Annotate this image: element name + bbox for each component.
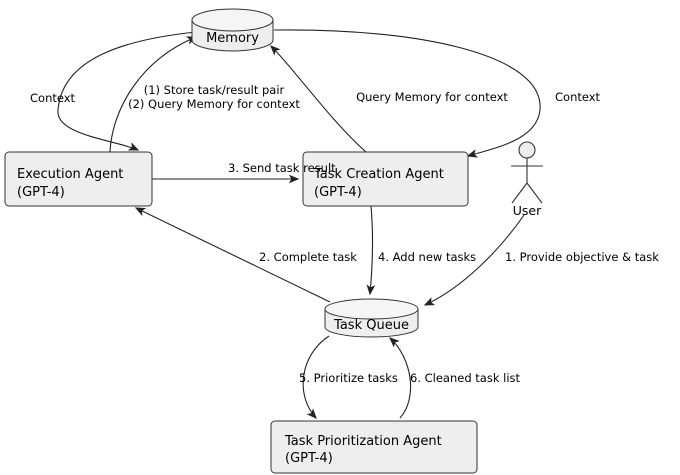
node-task-queue[interactable]: Task Queue — [324, 298, 419, 338]
task-prioritization-agent-box — [270, 420, 478, 474]
task-creation-agent-box — [302, 151, 469, 207]
user-label: User — [513, 203, 542, 218]
edge-task-creation-agent-to-task-queue — [366, 205, 376, 296]
edge-label-add-new-tasks: 4. Add new tasks — [378, 250, 476, 264]
edge-memory-to-task-creation-agent — [273, 29, 541, 158]
edge-label-prioritize-tasks: 5. Prioritize tasks — [299, 371, 398, 385]
edge-execution-agent-to-memory — [109, 36, 198, 153]
user-head-icon — [518, 141, 536, 159]
edge-task-queue-to-execution-agent — [134, 207, 331, 303]
task-creation-agent-label-line2: (GPT-4) — [314, 185, 362, 200]
task-prioritization-agent-label-line2: (GPT-4) — [285, 451, 333, 466]
user-body-icon — [511, 158, 543, 204]
execution-agent-label-line1: Execution Agent — [17, 167, 123, 182]
edge-label-provide-objective-and-task: 1. Provide objective & task — [505, 250, 659, 264]
task-creation-agent-label-line1: Task Creation Agent — [313, 167, 444, 182]
edge-task-queue-to-prioritization-agent — [302, 335, 330, 419]
edge-user-to-task-queue — [423, 214, 525, 306]
execution-agent-label-line2: (GPT-4) — [17, 185, 65, 200]
execution-agent-box — [4, 151, 153, 207]
edge-label-query-memory-for-context-right: Query Memory for context — [356, 90, 508, 104]
task-queue-cylinder-top — [324, 298, 419, 320]
node-execution-agent[interactable]: Execution Agent (GPT-4) — [4, 151, 153, 207]
edge-label-store-task-result-pair: (1) Store task/result pair — [144, 83, 285, 97]
node-memory[interactable]: Memory — [191, 8, 274, 52]
task-queue-label: Task Queue — [333, 318, 409, 333]
edge-label-context-left: Context — [30, 91, 76, 105]
edge-memory-to-execution-agent — [57, 31, 197, 151]
edge-label-send-task-result: 3. Send task result — [228, 161, 336, 175]
edge-label-cleaned-task-list: 6. Cleaned task list — [410, 371, 521, 385]
edge-task-creation-agent-to-memory — [270, 45, 367, 153]
task-prioritization-agent-label-line1: Task Prioritization Agent — [284, 434, 442, 449]
edge-label-context-right: Context — [555, 90, 601, 104]
edge-label-query-memory-for-context-left: (2) Query Memory for context — [128, 97, 300, 111]
actor-user[interactable]: User — [511, 141, 543, 218]
node-task-prioritization-agent[interactable]: Task Prioritization Agent (GPT-4) — [270, 420, 478, 474]
edge-label-complete-task: 2. Complete task — [259, 250, 357, 264]
memory-cylinder-top — [191, 8, 274, 32]
node-task-creation-agent[interactable]: Task Creation Agent (GPT-4) — [302, 151, 469, 207]
memory-label: Memory — [206, 31, 259, 46]
edge-prioritization-agent-to-task-queue — [389, 337, 412, 419]
